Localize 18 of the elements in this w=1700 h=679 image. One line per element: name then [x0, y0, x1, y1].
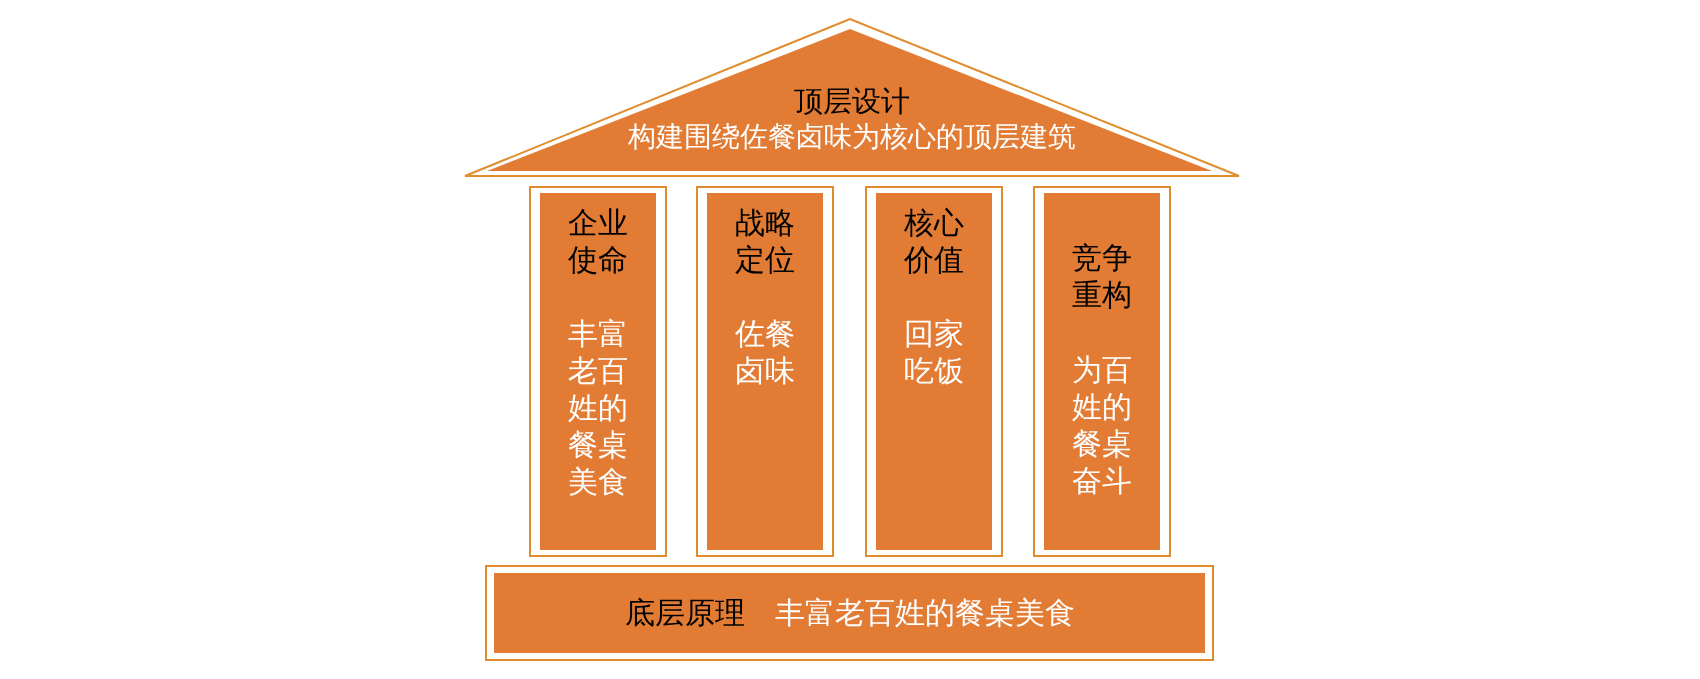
pillar-panel — [1033, 186, 1171, 557]
base-panel — [485, 565, 1214, 661]
pillar-text: 佐餐卤味 — [735, 315, 795, 389]
pillar-panel — [696, 186, 834, 557]
pillar-text: 为百姓的餐桌奋斗 — [1072, 351, 1132, 499]
roof-text: 构建围绕佐餐卤味为核心的顶层建筑 — [628, 120, 1076, 154]
base-text: 丰富老百姓的餐桌美食 — [774, 595, 1075, 631]
pillar-heading: 竞争重构 — [1072, 239, 1132, 313]
pillar-heading: 核心价值 — [904, 204, 964, 278]
pillar-heading: 企业使命 — [568, 204, 628, 278]
roof-panel — [464, 18, 1240, 178]
pillar-heading: 战略定位 — [735, 204, 795, 278]
roof-heading: 顶层设计 — [794, 84, 910, 119]
pillar-panel — [529, 186, 667, 557]
base-heading: 底层原理 — [624, 595, 745, 631]
pillar-panel — [865, 186, 1003, 557]
pillar-text: 回家吃饭 — [904, 315, 964, 389]
pillar-text: 丰富老百姓的餐桌美食 — [568, 315, 628, 500]
